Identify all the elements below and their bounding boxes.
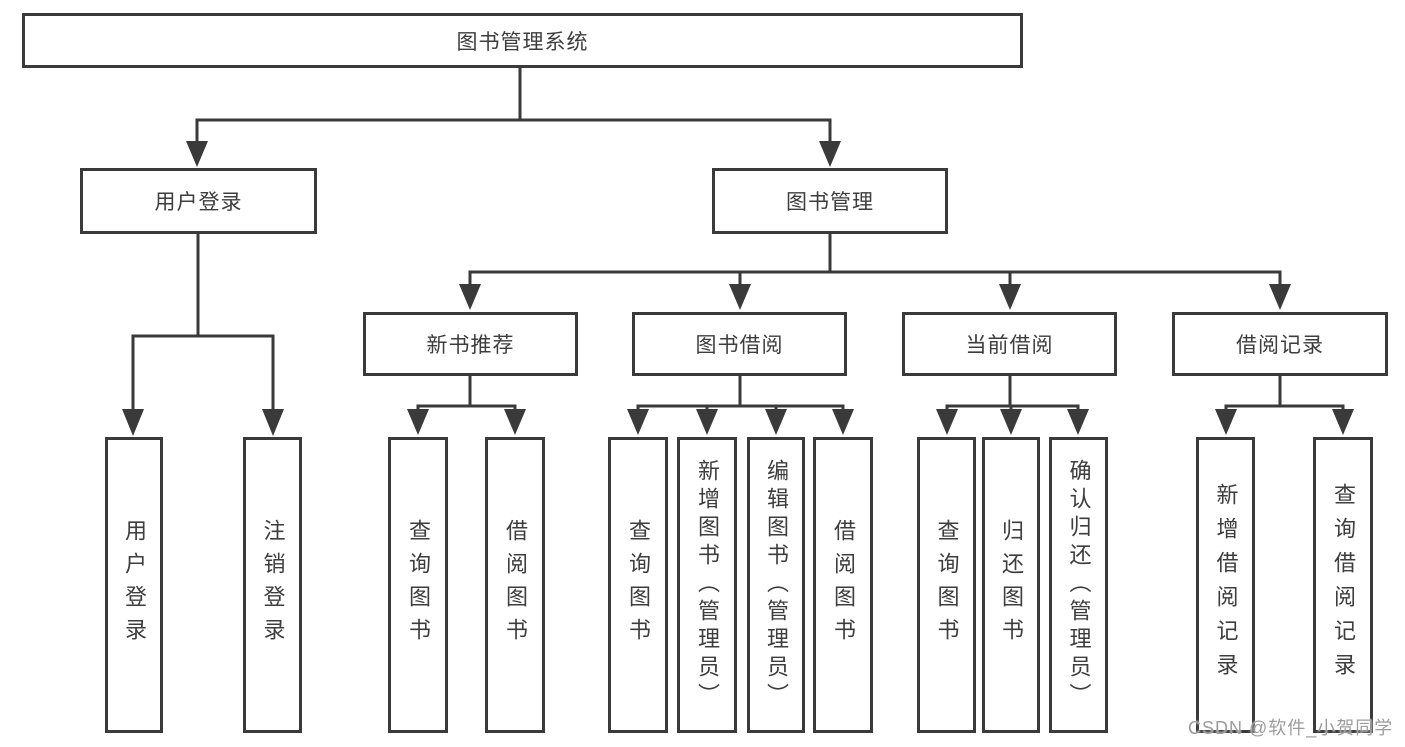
node-label: 编辑图书（管理员）	[764, 459, 789, 711]
node-label: 查询图书	[934, 519, 960, 651]
leaf-edit-book-admin: 编辑图书（管理员）	[747, 437, 805, 733]
node-book-management: 图书管理	[712, 168, 948, 234]
csdn-watermark: CSDN @软件_小贺同学	[1188, 718, 1394, 738]
leaf-query-borrow-record: 查询借阅记录	[1313, 437, 1373, 733]
node-book-borrowing: 图书借阅	[632, 312, 847, 376]
arrow-down-icon	[696, 409, 718, 435]
node-label: 新书推荐	[426, 334, 515, 357]
leaf-borrow-books-borrowing: 借阅图书	[813, 437, 873, 733]
arrow-down-icon	[936, 409, 958, 435]
node-label: 查询图书	[406, 519, 431, 651]
leaf-add-book-admin: 新增图书（管理员）	[677, 437, 737, 733]
node-label: 查询借阅记录	[1331, 483, 1356, 687]
node-label: 用户登录	[154, 191, 243, 214]
arrow-down-icon	[765, 409, 787, 435]
leaf-query-books-recommend: 查询图书	[388, 437, 448, 733]
node-label: 新增图书（管理员）	[695, 459, 720, 711]
arrow-down-icon	[407, 409, 429, 435]
arrow-down-icon	[627, 409, 649, 435]
arrow-down-icon	[186, 141, 208, 167]
arrow-down-icon	[1269, 284, 1291, 310]
leaf-add-borrow-record: 新增借阅记录	[1196, 437, 1255, 733]
node-label: 图书管理	[786, 191, 874, 214]
node-current-borrowing: 当前借阅	[902, 312, 1117, 376]
node-user-login: 用户登录	[80, 168, 317, 234]
arrow-down-icon	[504, 409, 526, 435]
node-label: 注销登录	[260, 519, 286, 651]
node-library-management-system: 图书管理系统	[22, 13, 1023, 68]
leaf-query-books-current: 查询图书	[917, 437, 976, 733]
node-label: 当前借阅	[965, 334, 1054, 357]
node-new-book-recommendation: 新书推荐	[363, 312, 578, 376]
node-label: 确认归还（管理员）	[1066, 459, 1092, 711]
node-label: 借阅图书	[831, 519, 856, 651]
arrow-down-icon	[122, 409, 144, 436]
leaf-query-books-borrowing: 查询图书	[608, 437, 668, 733]
node-label: 借阅记录	[1236, 334, 1324, 357]
arrow-down-icon	[262, 409, 284, 436]
arrow-down-icon	[1215, 409, 1237, 435]
node-label: 新增借阅记录	[1213, 483, 1239, 687]
node-label: 图书管理系统	[456, 30, 589, 54]
arrow-down-icon	[1332, 409, 1354, 435]
leaf-confirm-return-admin: 确认归还（管理员）	[1049, 437, 1108, 733]
leaf-borrow-books-recommend: 借阅图书	[485, 437, 545, 733]
node-label: 查询图书	[626, 519, 651, 651]
node-label: 图书借阅	[695, 334, 784, 357]
node-label: 用户登录	[122, 519, 147, 651]
arrow-down-icon	[832, 409, 854, 435]
node-label: 归还图书	[999, 519, 1024, 651]
arrow-down-icon	[459, 284, 481, 310]
arrow-down-icon	[1067, 409, 1089, 435]
leaf-return-book: 归还图书	[982, 437, 1040, 733]
arrow-down-icon	[999, 284, 1021, 310]
leaf-user-login: 用户登录	[105, 437, 163, 733]
leaf-logout: 注销登录	[243, 437, 302, 733]
node-borrowing-records: 借阅记录	[1172, 312, 1388, 376]
node-label: 借阅图书	[503, 519, 528, 651]
arrow-down-icon	[729, 284, 751, 310]
arrow-down-icon	[819, 141, 841, 167]
arrow-down-icon	[1000, 409, 1022, 435]
